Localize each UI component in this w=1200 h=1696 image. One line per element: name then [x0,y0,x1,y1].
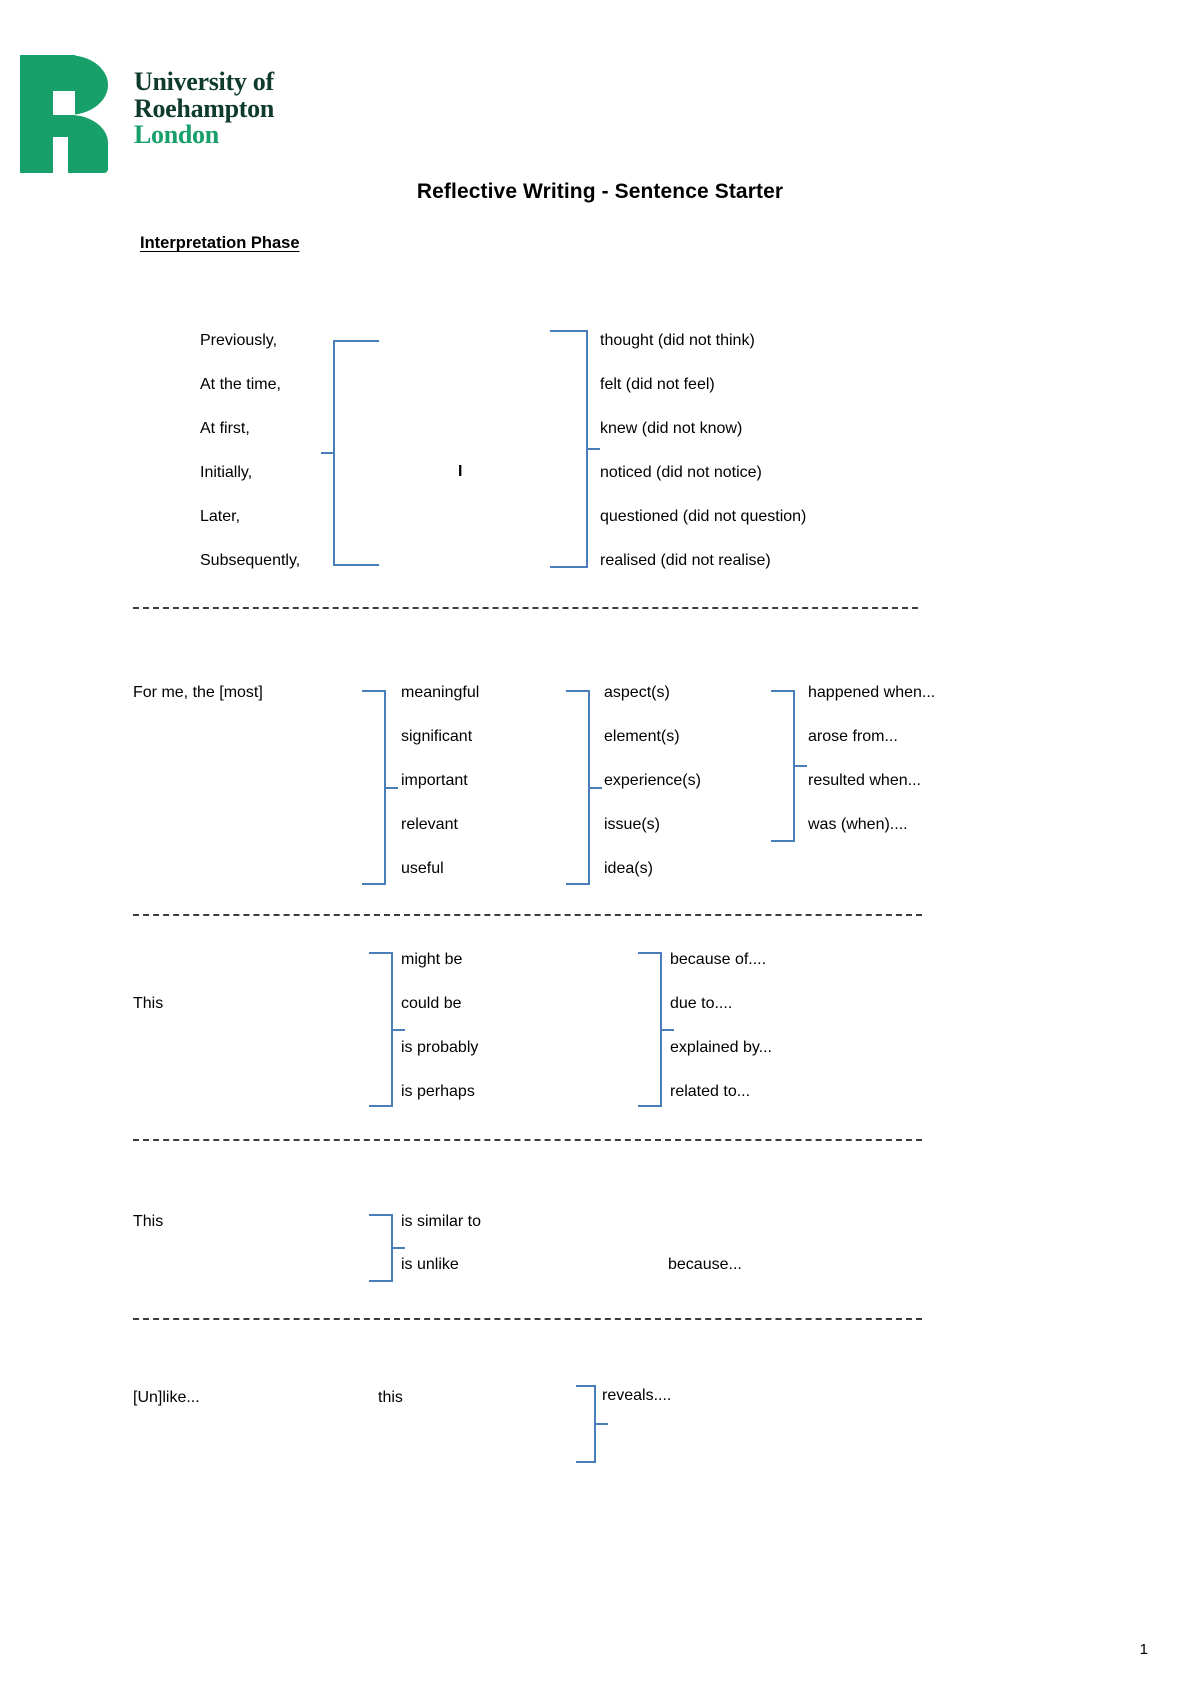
list-item: idea(s) [604,860,653,877]
list-item: knew (did not know) [600,420,743,437]
list-item: related to... [670,1083,751,1100]
list-item: noticed (did not notice) [600,464,762,481]
list-item: is probably [401,1039,479,1056]
group4-lead: This [133,1213,164,1230]
list-item: Later, [200,508,241,525]
list-item: useful [401,860,444,877]
bracket-group3-col2 [638,952,674,1107]
bracket-group2-col3 [771,690,807,842]
section-divider [133,914,922,916]
list-item: is perhaps [401,1083,475,1100]
list-item: happened when... [808,684,936,701]
list-item: because of.... [670,951,767,968]
list-item: experience(s) [604,772,701,789]
list-item: important [401,772,468,789]
list-item: issue(s) [604,816,661,833]
bracket-group5 [576,1385,608,1463]
logo-wordmark: University of Roehampton London [134,55,274,149]
list-item: aspect(s) [604,684,670,701]
list-item: was (when).... [808,816,908,833]
list-item: Subsequently, [200,552,301,569]
list-item: relevant [401,816,458,833]
bracket-group1-right [550,330,600,568]
list-item: due to.... [670,995,733,1012]
list-item: thought (did not think) [600,332,755,349]
bracket-group2-col1 [362,690,398,885]
list-item: At first, [200,420,250,437]
list-item: is similar to [401,1213,482,1230]
list-item: might be [401,951,463,968]
roehampton-r-mark-icon [20,55,108,173]
list-item: significant [401,728,473,745]
university-logo: University of Roehampton London [20,55,274,173]
logo-line-university: University of [134,67,274,96]
logo-line-roehampton: Roehampton [134,93,275,123]
bracket-group1-left [321,340,379,566]
list-item: realised (did not realise) [600,552,771,569]
section-divider [133,607,918,609]
group4-tail: because... [668,1256,742,1273]
list-item: reveals.... [602,1387,672,1404]
section-divider [133,1139,922,1141]
list-item: questioned (did not question) [600,508,807,525]
list-item: Initially, [200,464,253,481]
list-item: Previously, [200,332,278,349]
page-number: 1 [1139,1641,1148,1658]
group5-lead: [Un]like... [133,1389,200,1406]
list-item: meaningful [401,684,480,701]
section-heading-interpretation-phase: Interpretation Phase [140,234,300,252]
list-item: At the time, [200,376,281,393]
pronoun-i: I [458,463,463,480]
list-item: element(s) [604,728,680,745]
list-item: could be [401,995,462,1012]
group5-middle: this [378,1389,403,1406]
list-item: is unlike [401,1256,459,1273]
group2-lead: For me, the [most] [133,684,263,701]
list-item: explained by... [670,1039,772,1056]
logo-line-london: London [134,120,219,150]
section-divider [133,1318,922,1320]
list-item: felt (did not feel) [600,376,715,393]
bracket-group2-col2 [566,690,602,885]
bracket-group3-col1 [369,952,405,1107]
page-title: Reflective Writing - Sentence Starter [416,180,784,203]
list-item: resulted when... [808,772,921,789]
bracket-group4 [369,1214,405,1282]
list-item: arose from... [808,728,898,745]
group3-lead: This [133,995,164,1012]
